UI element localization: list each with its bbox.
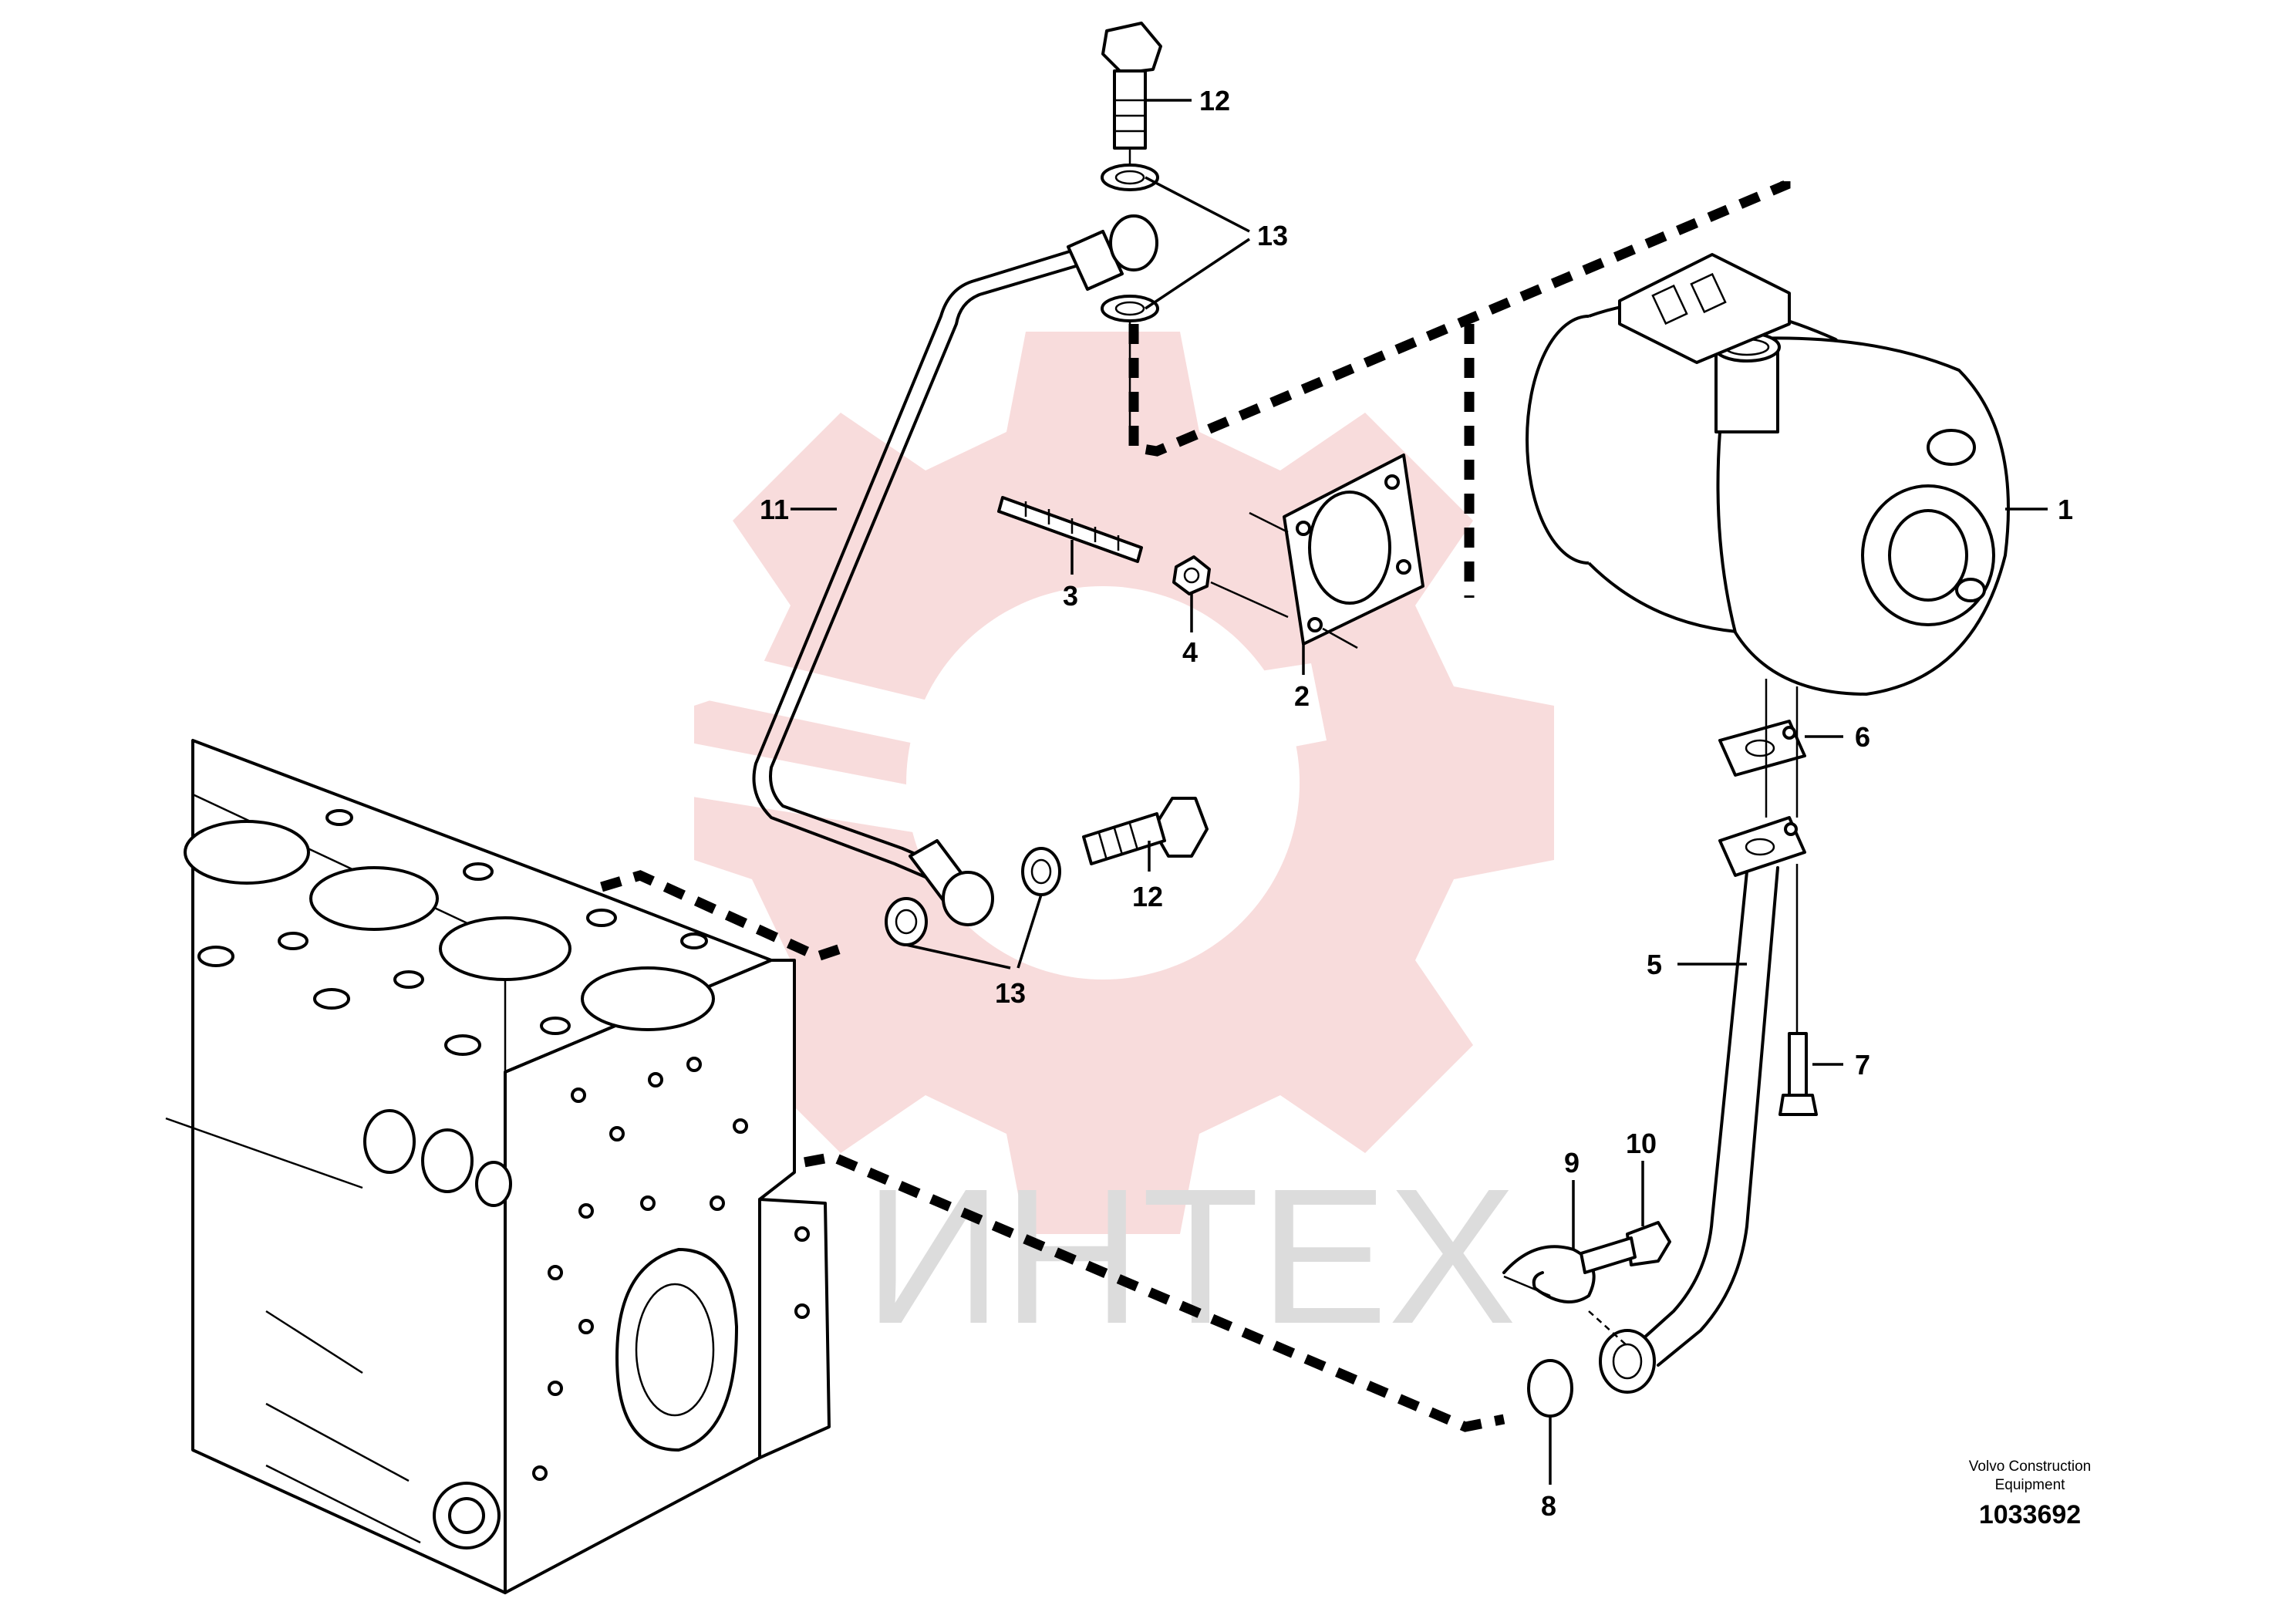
banjo-bolts (885, 22, 1209, 946)
turbocharger (1526, 253, 2010, 696)
credit-line-2: Equipment (1995, 1477, 2066, 1493)
callout-13-bottom: 13 (995, 977, 1026, 1009)
callout-13-top: 13 (1257, 220, 1288, 251)
callout-8: 8 (1541, 1490, 1556, 1522)
reference-number: 1033692 (1979, 1500, 2081, 1529)
callout-10: 10 (1626, 1128, 1657, 1159)
watermark-text: ИНТЕХ (864, 1148, 1516, 1364)
assembly-dashes (600, 180, 1791, 1432)
oil-feed-pipe (752, 214, 1158, 926)
deck-holes (197, 809, 708, 1056)
callout-2: 2 (1294, 680, 1310, 712)
credit-block: Volvo Construction Equipment 1033692 (1969, 1458, 2091, 1529)
credit-line-1: Volvo Construction (1969, 1458, 2091, 1475)
face-holes (532, 1057, 810, 1481)
callout-6: 6 (1855, 721, 1870, 753)
engine-block (165, 739, 831, 1594)
callout-4: 4 (1182, 636, 1198, 668)
stud-and-nut (997, 496, 1289, 619)
exhaust-gasket (1249, 454, 1424, 649)
leader-lines (791, 99, 2048, 1485)
callout-11: 11 (760, 494, 789, 525)
callout-3: 3 (1063, 580, 1078, 612)
callouts: 1 2 3 4 5 6 7 8 9 10 11 12 12 13 13 (760, 85, 2073, 1522)
callout-9: 9 (1564, 1147, 1580, 1179)
callout-7: 7 (1855, 1049, 1870, 1081)
callout-12-top: 12 (1199, 85, 1230, 116)
callout-12-bottom: 12 (1132, 881, 1163, 912)
callout-5: 5 (1647, 949, 1662, 980)
callout-1: 1 (2058, 494, 2073, 525)
